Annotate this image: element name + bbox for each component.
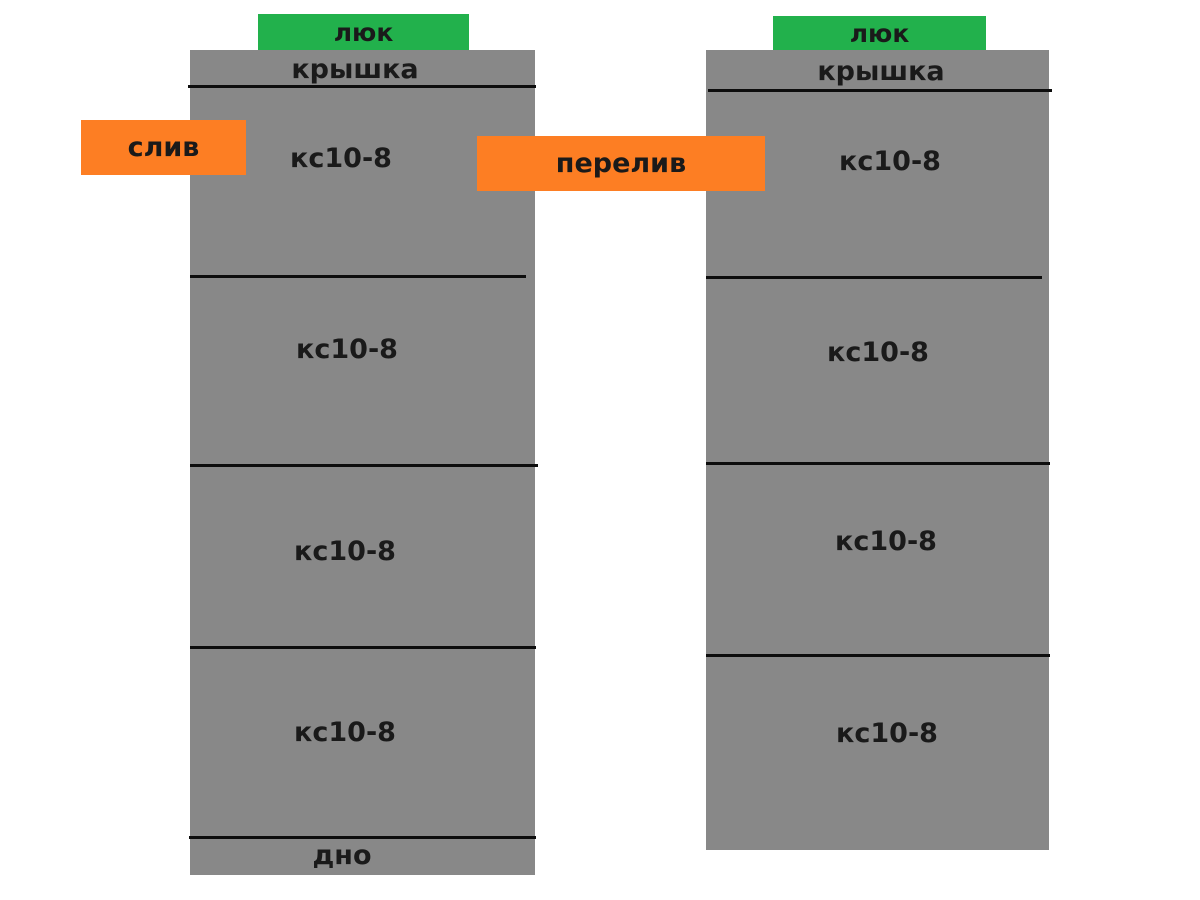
right-ring-separator-3 — [706, 654, 1050, 657]
right-cover-label: крышка — [817, 56, 945, 87]
left-cover-separator — [188, 85, 536, 88]
right-cover-separator — [708, 89, 1052, 92]
right-hatch: люк — [773, 16, 986, 51]
right-ring-3-label: кс10-8 — [835, 526, 937, 557]
overflow-pipe: перелив — [477, 136, 765, 191]
left-ring-2-label: кс10-8 — [296, 334, 398, 365]
right-ring-4-label: кс10-8 — [836, 718, 938, 749]
right-ring-1-label: кс10-8 — [839, 146, 941, 177]
left-hatch: люк — [258, 14, 469, 50]
left-cover-label: крышка — [291, 54, 419, 85]
left-ring-separator-1 — [190, 275, 526, 278]
right-ring-separator-1 — [706, 276, 1042, 279]
drain-pipe: слив — [81, 120, 246, 175]
left-ring-4-label: кс10-8 — [294, 717, 396, 748]
left-bottom-separator — [189, 836, 536, 839]
right-ring-2-label: кс10-8 — [827, 337, 929, 368]
left-bottom-label: дно — [312, 840, 372, 871]
left-ring-1-label: кс10-8 — [290, 143, 392, 174]
left-ring-separator-2 — [190, 464, 538, 467]
left-ring-separator-3 — [190, 646, 536, 649]
right-ring-separator-2 — [706, 462, 1050, 465]
left-ring-3-label: кс10-8 — [294, 536, 396, 567]
